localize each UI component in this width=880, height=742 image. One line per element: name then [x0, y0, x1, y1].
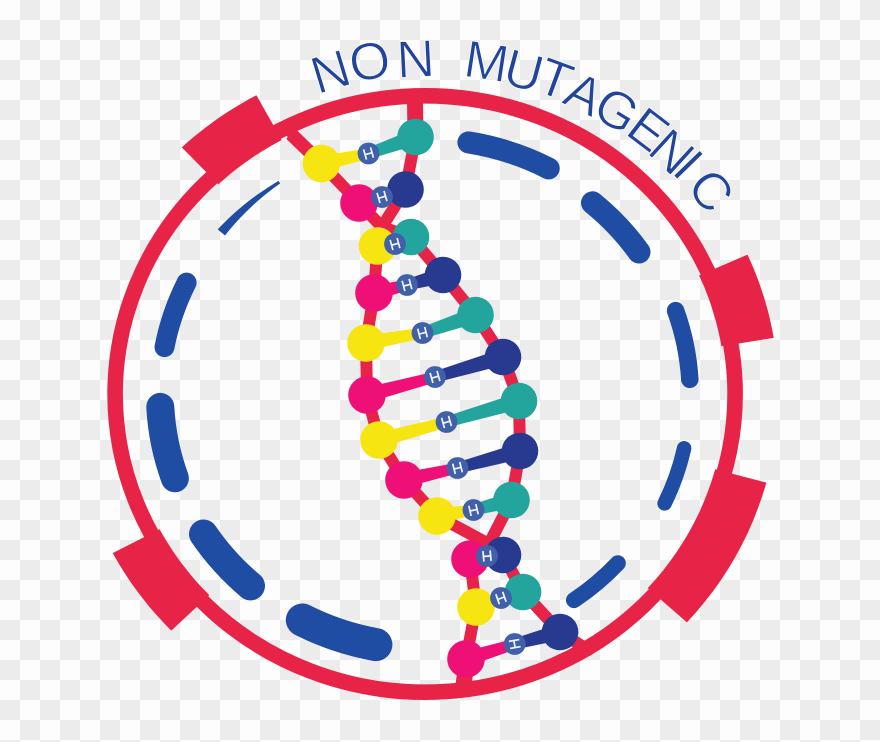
svg-text:M: M [460, 29, 512, 94]
svg-text:N: N [395, 29, 436, 90]
